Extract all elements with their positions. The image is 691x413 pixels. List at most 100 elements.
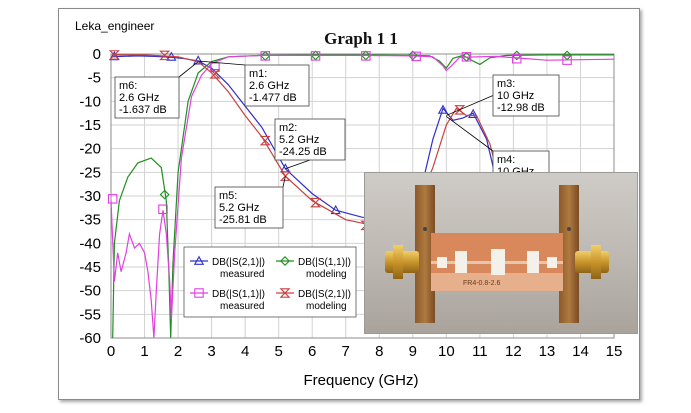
x-tick-label: 11 <box>472 343 488 360</box>
data-point <box>108 50 120 60</box>
legend-sublabel: measured <box>220 301 264 312</box>
y-tick-label: -60 <box>79 330 101 347</box>
x-tick-label: 9 <box>409 343 417 360</box>
marker-text: 5.2 GHz <box>219 202 259 214</box>
data-point <box>159 50 171 61</box>
marker-text: m2: <box>279 122 297 134</box>
right-connector-nut <box>591 245 601 279</box>
watermark: Leka_engineer <box>75 19 154 33</box>
data-point <box>158 204 168 215</box>
legend-entry-2: DB(|S(1,1)|)measured <box>190 288 265 312</box>
data-point <box>562 55 572 65</box>
marker-text: 2.6 GHz <box>119 92 159 104</box>
screw-top-left <box>423 227 427 231</box>
marker-box <box>274 118 346 161</box>
resonator-left <box>455 251 467 273</box>
data-point <box>411 51 421 62</box>
x-tick-label: 8 <box>375 343 383 360</box>
x-tick-label: 14 <box>572 343 589 360</box>
legend-sublabel: modeling <box>306 301 347 312</box>
marker-leader <box>198 60 246 66</box>
data-point <box>361 51 371 61</box>
y-tick-label: -40 <box>79 235 101 252</box>
right-wood-block <box>559 185 579 323</box>
legend-label: DB(|S(1,1)|) <box>212 289 265 300</box>
marker-box-3: m3:10 GHz-12.98 dB <box>446 74 560 117</box>
data-point <box>279 171 291 181</box>
marker-box <box>244 64 310 107</box>
x-tick-label: 13 <box>539 343 556 360</box>
marker-text: 2.6 GHz <box>249 80 289 92</box>
marker-text: 10 GHz <box>497 90 534 102</box>
chart-title: Graph 1 1 <box>324 29 398 48</box>
series-line <box>112 54 514 228</box>
marker-text: -1.477 dB <box>249 92 297 104</box>
x-axis-label: Frequency (GHz) <box>303 372 418 389</box>
marker-text: m1: <box>249 68 267 80</box>
y-tick-label: -15 <box>79 117 101 134</box>
pad-right <box>547 257 557 268</box>
data-point <box>159 189 170 200</box>
marker-leader <box>285 159 311 170</box>
chart-frame: Leka_engineer Graph 1 1 0-5-10-15-20-25-… <box>58 8 640 400</box>
pcb-label: FR4-0.8-2.6 <box>463 280 500 287</box>
data-point <box>280 256 290 266</box>
y-tick-label: -50 <box>79 283 101 300</box>
legend-box <box>183 246 357 318</box>
series-line <box>112 55 514 225</box>
x-tick-label: 1 <box>140 343 148 360</box>
marker-box <box>114 76 180 119</box>
data-point <box>454 105 466 115</box>
marker-box-2: m2:5.2 GHz-24.25 dB <box>274 118 346 170</box>
data-point <box>279 288 291 298</box>
y-tick-label: -10 <box>79 93 101 110</box>
y-tick-labels: 0-5-10-15-20-25-30-35-40-45-50-55-60 <box>79 46 101 347</box>
marker-text: -1.637 dB <box>119 104 167 116</box>
x-tick-label: 15 <box>606 343 623 360</box>
data-point <box>194 288 204 298</box>
legend: DB(|S(2,1)|)measuredDB(|S(1,1)|)modeling… <box>183 246 357 318</box>
marker-text: m5: <box>219 190 237 202</box>
series-layer <box>107 50 615 339</box>
marker-box-1: m1:2.6 GHz-1.477 dB <box>198 60 310 107</box>
data-point <box>210 62 220 73</box>
data-point <box>437 104 449 114</box>
left-connector-nut <box>393 245 403 279</box>
marker-box-6: m6:2.6 GHz-1.637 dB <box>114 61 199 119</box>
marker-text: -25.81 dB <box>219 214 267 226</box>
y-tick-label: -5 <box>88 70 101 87</box>
marker-box <box>492 74 560 117</box>
x-tick-label: 3 <box>207 343 215 360</box>
data-point <box>260 51 271 61</box>
left-wood-block <box>415 185 435 323</box>
y-tick-label: -35 <box>79 212 101 229</box>
x-tick-label: 7 <box>342 343 350 360</box>
marker-leader <box>178 61 199 78</box>
data-point <box>461 52 472 62</box>
y-tick-label: 0 <box>93 46 101 63</box>
legend-sublabel: modeling <box>306 269 347 280</box>
marker-leader <box>282 176 286 188</box>
legend-label: DB(|S(2,1)|) <box>212 257 265 268</box>
y-tick-label: -30 <box>79 188 101 205</box>
marker-leader <box>446 116 494 152</box>
data-point <box>259 135 271 146</box>
data-point <box>107 194 118 204</box>
data-point <box>407 50 418 61</box>
resonator-center <box>491 249 505 275</box>
legend-entry-1: DB(|S(1,1)|)modeling <box>276 256 351 280</box>
y-tick-label: -45 <box>79 259 101 276</box>
data-point <box>193 255 205 265</box>
resonator-right <box>527 251 539 273</box>
y-tick-label: -20 <box>79 141 101 158</box>
x-tick-label: 4 <box>241 343 249 360</box>
x-tick-label: 5 <box>274 343 282 360</box>
x-tick-label: 12 <box>505 343 522 360</box>
data-point <box>310 197 322 208</box>
x-tick-label: 0 <box>107 343 115 360</box>
legend-entry-3: DB(|S(2,1)|)modeling <box>276 288 351 312</box>
data-point <box>310 51 321 61</box>
x-tick-label: 2 <box>174 343 182 360</box>
legend-label: DB(|S(1,1)|) <box>298 257 351 268</box>
data-point <box>109 51 120 61</box>
